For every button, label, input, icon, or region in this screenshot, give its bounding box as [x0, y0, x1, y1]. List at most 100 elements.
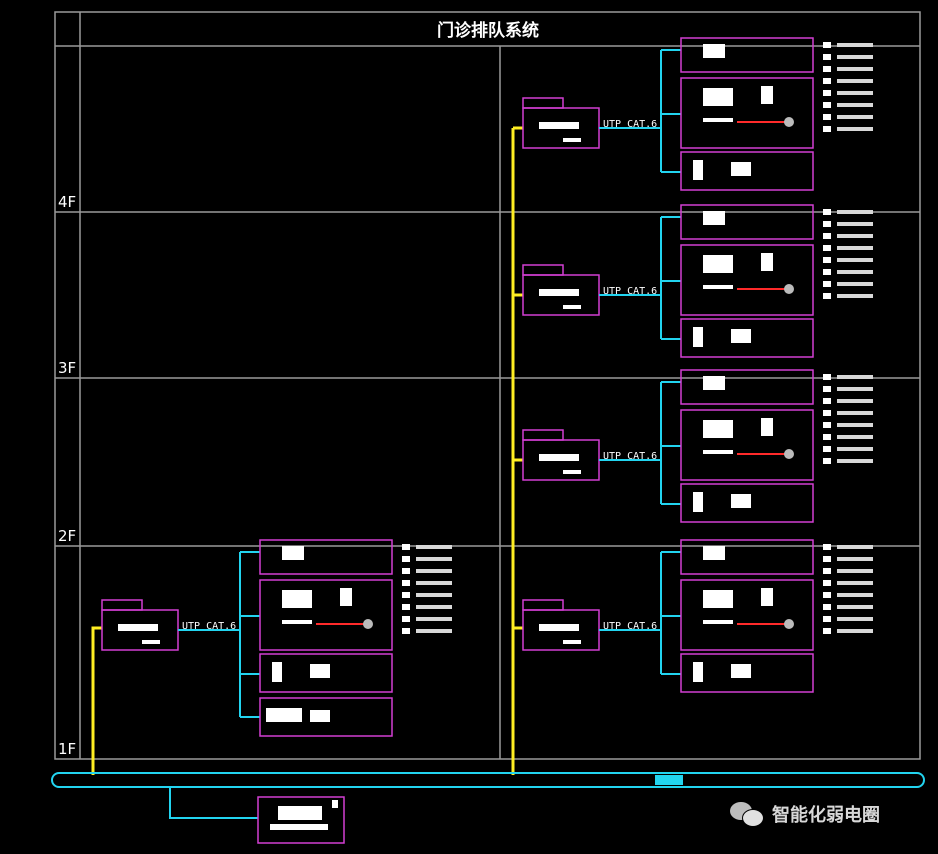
legend-icon-3	[823, 580, 831, 586]
legend-label-1	[837, 222, 873, 226]
device-box-counter	[680, 579, 814, 651]
cable-label: UTP CAT.6	[603, 119, 657, 130]
legend-icon-0	[823, 42, 831, 48]
equipment-group-2f: UTP CAT.6	[522, 369, 873, 523]
keyboard-icon	[703, 450, 733, 454]
legend-icon-6	[402, 616, 410, 622]
switch-icon	[539, 454, 579, 461]
switch-qty-mark	[563, 640, 581, 644]
legend-label-5	[837, 435, 873, 439]
printer-icon	[731, 664, 751, 678]
equipment-group-1f-right: UTP CAT.6	[522, 539, 873, 693]
printer-icon	[731, 494, 751, 508]
legend-label-3	[416, 581, 452, 585]
legend-label-7	[416, 629, 452, 633]
legend-label-4	[837, 423, 873, 427]
counter-screen-icon	[703, 590, 733, 608]
legend-icon-2	[823, 398, 831, 404]
legend-label-1	[837, 557, 873, 561]
legend-icon-1	[823, 556, 831, 562]
frame-grid	[54, 11, 921, 760]
equipment-group-4f: UTP CAT.6	[522, 37, 873, 191]
device-box-counter	[680, 244, 814, 316]
central-server	[257, 796, 345, 844]
legend-label-5	[416, 605, 452, 609]
device-box-extra	[259, 697, 393, 737]
legend-icon-5	[823, 102, 831, 108]
speaker-icon	[784, 449, 794, 459]
floor-label-2f: 2F	[58, 527, 76, 545]
switch-qty-mark	[563, 138, 581, 142]
legend-icon-5	[823, 269, 831, 275]
equipment-group-1f-left: UTP CAT.6	[101, 539, 452, 737]
switch-qty-mark	[142, 640, 160, 644]
legend-icon-2	[402, 568, 410, 574]
display-icon	[282, 546, 304, 560]
display-icon	[703, 211, 725, 225]
floor-label-1f: 1F	[58, 740, 76, 758]
legend-label-5	[837, 270, 873, 274]
legend-label-7	[837, 127, 873, 131]
watermark-text: 智能化弱电圈	[772, 805, 880, 826]
kiosk-icon	[693, 327, 703, 347]
device-box-display	[680, 204, 814, 240]
legend-label-1	[837, 387, 873, 391]
legend-label-6	[837, 447, 873, 451]
legend-label-3	[837, 79, 873, 83]
legend-label-6	[837, 115, 873, 119]
legend-icon-7	[823, 293, 831, 299]
legend-icon-2	[823, 233, 831, 239]
device-box-counter	[680, 77, 814, 149]
device-box-kiosk	[680, 318, 814, 358]
printer-icon	[310, 664, 330, 678]
legend-label-4	[837, 258, 873, 262]
legend-label-6	[837, 617, 873, 621]
legend-label-0	[837, 375, 873, 379]
keyboard-icon	[703, 118, 733, 122]
switch-tag-box	[522, 97, 564, 109]
legend-label-2	[837, 569, 873, 573]
kiosk-icon	[693, 160, 703, 180]
legend-icon-1	[823, 386, 831, 392]
speaker-icon	[363, 619, 373, 629]
switch-tag-box	[101, 599, 143, 611]
legend-icon-4	[823, 257, 831, 263]
legend-label-3	[837, 581, 873, 585]
legend-label-1	[416, 557, 452, 561]
legend-label-4	[837, 593, 873, 597]
printer-icon	[731, 162, 751, 176]
server-link	[169, 787, 258, 819]
switch-icon	[539, 624, 579, 631]
display-icon	[703, 546, 725, 560]
legend-icon-2	[823, 568, 831, 574]
speaker-icon	[784, 619, 794, 629]
keyboard-icon	[282, 620, 312, 624]
legend-icon-4	[823, 422, 831, 428]
counter-screen-icon	[703, 255, 733, 273]
switch-icon	[539, 289, 579, 296]
legend-icon-0	[402, 544, 410, 550]
cable-label: UTP CAT.6	[603, 286, 657, 297]
device-box-kiosk	[680, 151, 814, 191]
legend-icon-7	[823, 458, 831, 464]
legend-icon-5	[823, 434, 831, 440]
legend-icon-6	[823, 281, 831, 287]
switch-tag-box	[522, 429, 564, 441]
caller-icon	[761, 253, 773, 271]
server-rack-icon	[270, 824, 328, 830]
counter-screen-icon	[703, 88, 733, 106]
kiosk-icon	[693, 492, 703, 512]
floor-label-4f: 4F	[58, 193, 76, 211]
legend-icon-6	[823, 446, 831, 452]
device-box-counter	[680, 409, 814, 481]
legend-label-0	[837, 210, 873, 214]
extra-printer-icon	[310, 710, 330, 722]
keyboard-icon	[703, 285, 733, 289]
counter-screen-icon	[703, 420, 733, 438]
legend-icon-1	[823, 54, 831, 60]
legend-label-4	[837, 91, 873, 95]
legend-icon-5	[823, 604, 831, 610]
caller-icon	[340, 588, 352, 606]
equipment-group-3f: UTP CAT.6	[522, 204, 873, 358]
